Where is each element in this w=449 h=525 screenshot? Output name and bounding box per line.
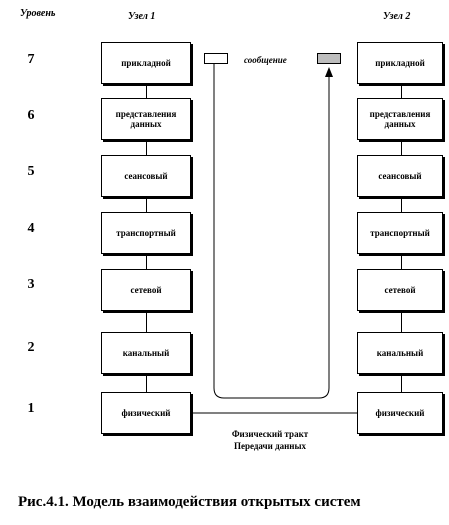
node2-layer-session: сеансовый [357, 155, 443, 197]
level-number-4: 4 [27, 221, 35, 236]
node1-layer-datalink: канальный [101, 332, 191, 374]
level-number-3: 3 [27, 277, 35, 292]
message-box-sender [204, 53, 228, 64]
level-number-7: 7 [27, 52, 35, 67]
message-path-line [213, 64, 330, 399]
message-label: сообщение [244, 55, 287, 65]
message-path-arrow [325, 67, 333, 77]
node1-layer-presentation: представления данных [101, 98, 191, 140]
node1-layer-physical: физический [101, 392, 191, 434]
figure-caption: Рис.4.1. Модель взаимодействия открытых … [18, 494, 361, 510]
level-number-1: 1 [27, 401, 35, 416]
node1-layer-session: сеансовый [101, 155, 191, 197]
physical-path-label-line2: Передачи данных [233, 441, 307, 452]
node2-layer-presentation: представления данных [357, 98, 443, 140]
level-number-6: 6 [27, 108, 35, 123]
node2-layer-physical: физический [357, 392, 443, 434]
node1-header: Узел 1 [128, 11, 156, 22]
physical-path-label: Физический тракт Передачи данных [200, 428, 340, 452]
node2-header: Узел 2 [383, 11, 411, 22]
node1-layer-network: сетевой [101, 269, 191, 311]
node1-layer-transport: транспортный [101, 212, 191, 254]
node2-layer-network: сетевой [357, 269, 443, 311]
message-box-receiver [317, 53, 341, 64]
level-number-5: 5 [27, 164, 35, 179]
node2-layer-datalink: канальный [357, 332, 443, 374]
physical-path-label-line1: Физический тракт [231, 429, 309, 439]
node2-layer-application: прикладной [357, 42, 443, 84]
node1-layer-application: прикладной [101, 42, 191, 84]
level-number-2: 2 [27, 340, 35, 355]
level-column-header: Уровень [20, 8, 56, 19]
node2-layer-transport: транспортный [357, 212, 443, 254]
